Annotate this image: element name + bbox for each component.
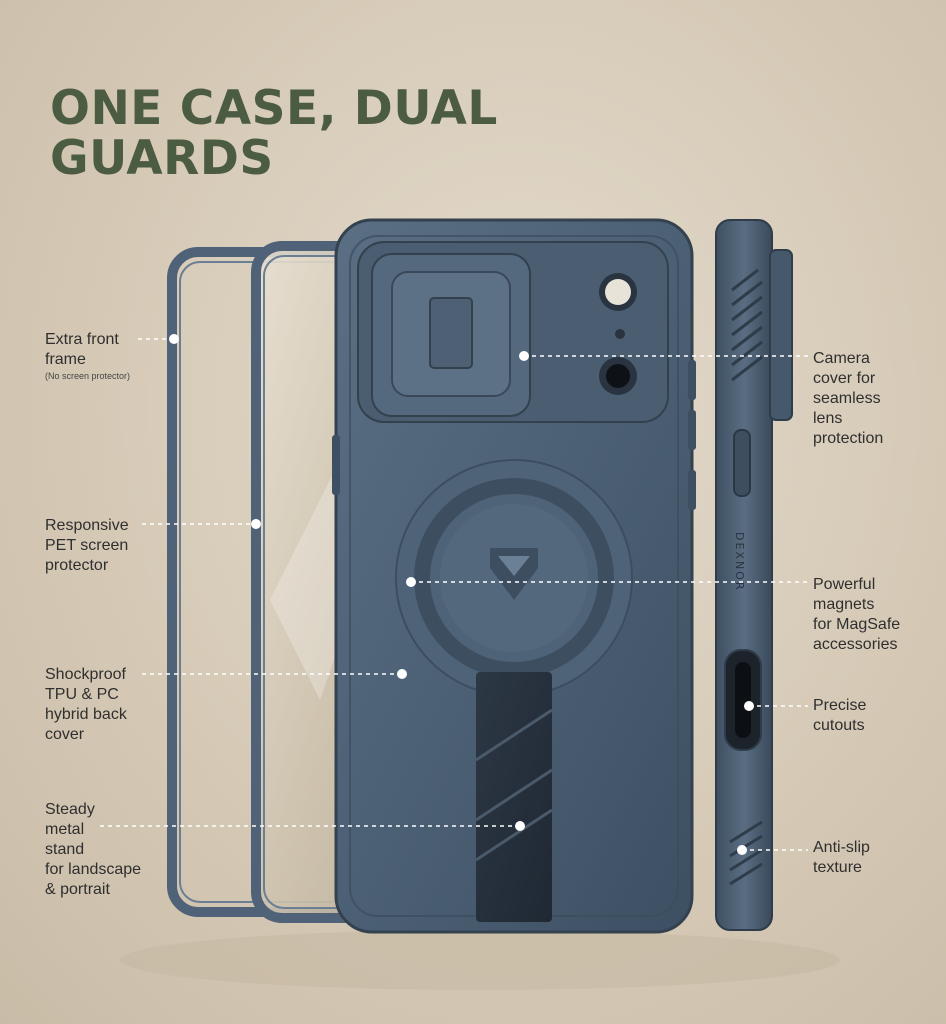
callout-text-line: accessories <box>813 636 898 653</box>
callout-text-line: lens <box>813 410 843 427</box>
callout-text-line: texture <box>813 859 862 876</box>
brand-text: DEXNOR <box>733 532 746 592</box>
headline: ONE CASE, DUAL GUARDS <box>50 84 498 184</box>
callout-extra-front-frame: Extra front frame (No screen protector) <box>45 330 130 382</box>
callout-text-line: cover <box>45 726 85 743</box>
callout-text-line: Extra front <box>45 331 119 348</box>
callout-text-line: protector <box>45 557 109 574</box>
callout-text-line: for MagSafe <box>813 616 901 633</box>
floor-shadow <box>120 930 840 990</box>
back-case <box>332 218 696 934</box>
camera-module <box>357 241 669 423</box>
headline-line-1: ONE CASE, DUAL <box>50 81 498 136</box>
callout-magnets: Powerful magnets for MagSafe accessories <box>813 575 900 655</box>
callout-text-line: Camera <box>813 350 870 367</box>
callout-back-cover: Shockproof TPU & PC hybrid back cover <box>45 665 127 745</box>
magsafe-ring <box>395 459 633 697</box>
callout-text-line: for landscape <box>45 861 142 878</box>
callout-text-line: Shockproof <box>45 666 126 683</box>
callout-text-line: Precise <box>813 697 867 714</box>
callout-text-line: & portrait <box>45 881 110 898</box>
callout-text-line: cover for <box>813 370 876 387</box>
callout-dots <box>169 334 754 855</box>
callout-text-line: magnets <box>813 596 875 613</box>
callout-pet-screen-protector: Responsive PET screen protector <box>45 516 129 576</box>
callout-text-line: stand <box>45 841 85 858</box>
callout-text-line: hybrid back <box>45 706 127 723</box>
callout-anti-slip: Anti-slip texture <box>813 838 870 878</box>
callout-text-line: Anti-slip <box>813 839 870 856</box>
callout-text-line: Steady <box>45 801 95 818</box>
callout-camera-cover: Camera cover for seamless lens protectio… <box>813 349 883 449</box>
anti-slip-texture <box>729 820 763 886</box>
callout-text-line: protection <box>813 430 884 447</box>
callout-text-line: frame <box>45 351 86 368</box>
callout-text-line: metal <box>45 821 85 838</box>
headline-line-2: GUARDS <box>50 131 274 186</box>
callout-lines <box>100 338 808 851</box>
callout-precise-cutouts: Precise cutouts <box>813 696 866 736</box>
side-view: DEXNOR <box>715 219 793 931</box>
callout-text-line: seamless <box>813 390 881 407</box>
callout-text-line: TPU & PC <box>45 686 119 703</box>
callout-text-line: PET screen <box>45 537 129 554</box>
callout-metal-stand: Steady metal stand for landscape & portr… <box>45 800 141 900</box>
callout-text-line: cutouts <box>813 717 865 734</box>
callout-note: (No screen protector) <box>45 371 131 381</box>
callout-text-line: Responsive <box>45 517 129 534</box>
callout-text-line: Powerful <box>813 576 876 593</box>
metal-stand <box>475 672 553 922</box>
